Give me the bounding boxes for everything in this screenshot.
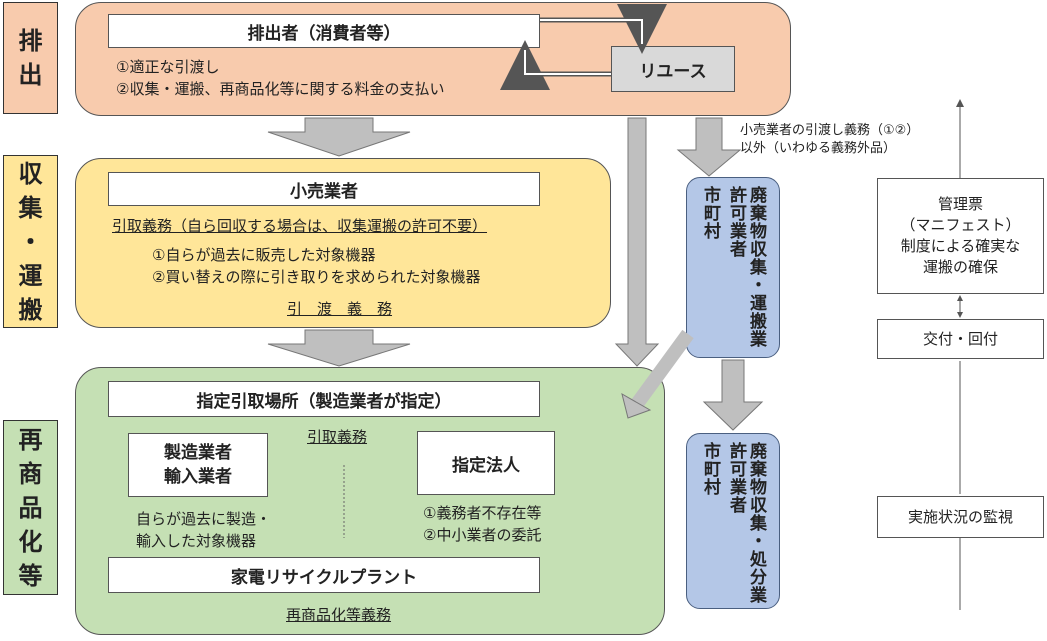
stage-char: 等 xyxy=(18,561,43,590)
direct-arrow xyxy=(614,117,660,367)
emitter-duty-1: ①適正な引渡し xyxy=(116,58,220,76)
recycling-takeback-duty: 引取義務 xyxy=(307,428,368,446)
stage-char: 運 xyxy=(18,261,43,290)
stage-char: 化 xyxy=(18,527,43,556)
manufacturer-box: 製造業者 輸入業者 xyxy=(128,433,268,497)
manifest-mid-arrow-down xyxy=(957,312,963,318)
stage-label-collection: 収 集 ・ 運 搬 xyxy=(3,155,58,328)
corp-desc-2: ②中小業者の委託 xyxy=(423,526,542,544)
manufacturer-label: 製造業者 xyxy=(164,443,232,463)
monitoring-box: 実施状況の監視 xyxy=(877,496,1044,538)
stage-char: 品 xyxy=(18,493,43,522)
emitter-duty-2: ②収集・運搬、再商品化等に関する料金の支払い xyxy=(116,80,445,98)
municipal-disposal-box: 市町村 廃棄物収集・処分業許可業者 xyxy=(686,433,780,609)
stage-label-discharge: 排 出 xyxy=(3,2,58,114)
manufacturer-desc-1: 自らが過去に製造・ xyxy=(136,510,272,528)
municipal-collection-box: 市町村 廃棄物収集・運搬業許可業者 xyxy=(686,177,780,358)
municipal-label: 市町村 xyxy=(700,442,720,496)
outside-duty-arrow xyxy=(676,117,742,177)
importer-label: 輸入業者 xyxy=(164,467,232,487)
stage-char: 収 xyxy=(18,159,43,188)
retailer-item-2: ②買い替えの際に引き取りを求められた対象機器 xyxy=(152,268,481,286)
stage-char: 搬 xyxy=(18,295,43,324)
stage-char: 再 xyxy=(18,425,43,454)
stage-char: ・ xyxy=(18,227,43,256)
manifest-line: （マニフェスト） xyxy=(900,216,1021,234)
manifest-line: 制度による確実な xyxy=(900,237,1021,255)
corp-desc-1: ①義務者不存在等 xyxy=(423,504,542,522)
outside-duty-note-2: 以外（いわゆる義務外品） xyxy=(740,141,897,156)
recycling-plant-box: 家電リサイクルプラント xyxy=(108,557,540,593)
issue-return-box: 交付・回付 xyxy=(877,319,1044,359)
stage-char: 出 xyxy=(18,61,43,89)
manifest-line: 運搬の確保 xyxy=(922,258,998,276)
stage-label-recycling: 再 商 品 化 等 xyxy=(3,420,58,595)
collection-disposal-licensee-label: 廃棄物収集・処分業許可業者 xyxy=(726,442,766,604)
emitter-box: 排出者（消費者等） xyxy=(108,14,540,48)
designated-corp-box: 指定法人 xyxy=(417,431,555,495)
retailer-box: 小売業者 xyxy=(108,172,540,206)
stage-arrow-1 xyxy=(267,117,411,157)
collection-transport-licensee-label: 廃棄物収集・運搬業許可業者 xyxy=(726,186,766,348)
outside-duty-note-1: 小売業者の引渡し義務（①②） xyxy=(740,123,920,138)
retailer-handover-duty: 引 渡 義 務 xyxy=(287,300,393,318)
stage-char: 商 xyxy=(18,459,43,488)
reuse-box: リユース xyxy=(611,46,735,92)
manifest-system-box: 管理票 （マニフェスト） 制度による確実な 運搬の確保 xyxy=(877,178,1044,294)
municipal-label: 市町村 xyxy=(700,186,720,240)
retailer-item-1: ①自らが過去に販売した対象機器 xyxy=(152,246,376,264)
manufacturer-desc-2: 輸入した対象機器 xyxy=(136,532,257,550)
manifest-mid-arrow-up xyxy=(957,295,963,301)
municipal-down-arrow xyxy=(702,359,764,431)
recycling-duty: 再商品化等義務 xyxy=(286,606,392,624)
stage-char: 排 xyxy=(18,27,43,55)
stage-char: 集 xyxy=(18,193,43,222)
designated-site-box: 指定引取場所（製造業者が指定） xyxy=(108,381,540,417)
manifest-line: 管理票 xyxy=(937,195,983,213)
stage-arrow-2 xyxy=(267,329,411,367)
retailer-takeback-duty: 引取義務（自ら回収する場合は、収集運搬の許可不要） xyxy=(112,217,488,235)
